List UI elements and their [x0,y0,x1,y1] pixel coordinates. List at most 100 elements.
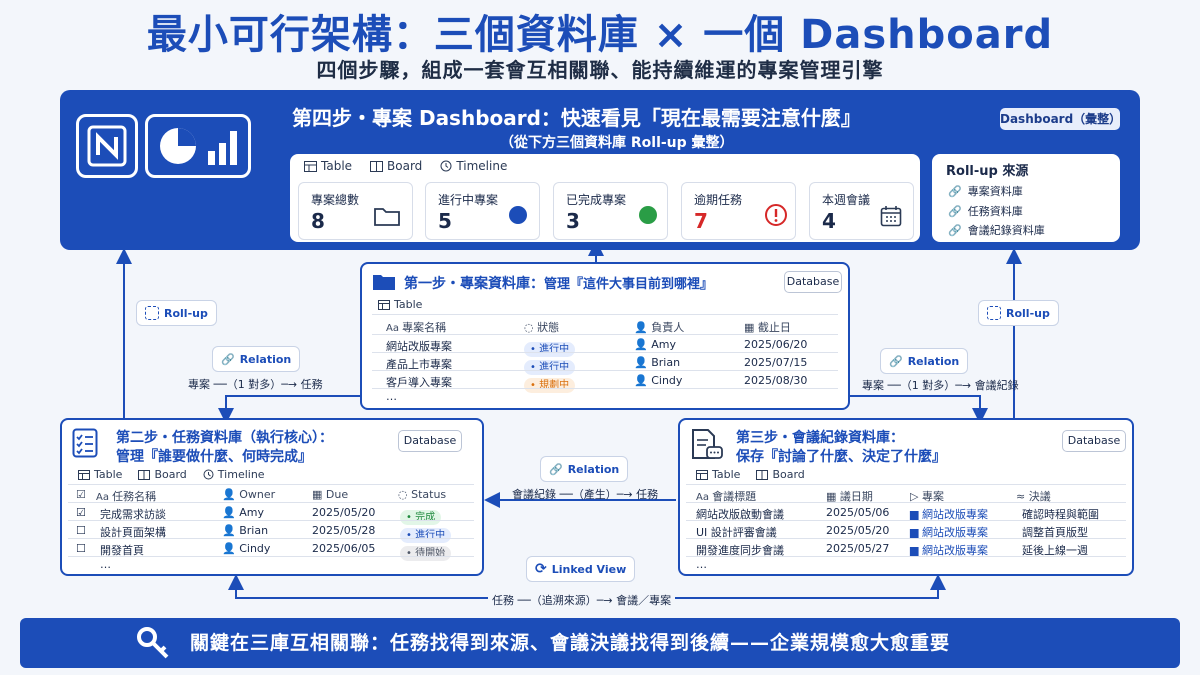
relation-chip-label: Relation [567,462,620,476]
column-header: 👤 負責人 [634,321,685,334]
task-checkbox[interactable]: ☐ [76,542,86,555]
tab-table[interactable]: Table [304,159,352,173]
task-checkbox[interactable]: ☐ [76,524,86,537]
status-badge: • 規劃中 [524,373,576,393]
table-icon [696,469,708,480]
divider [372,370,838,371]
rollup-chip-right: Roll-up [978,300,1059,326]
due-date-cell: 2025/08/30 [744,374,808,387]
status-badge: • 進行中 [524,337,576,357]
task-name-cell[interactable]: 設計頁面架構 [100,526,166,539]
owner-cell: 👤 Brian [222,524,269,537]
project-db-badge: Database [784,271,842,293]
divider [686,520,1126,521]
meeting-title-cell[interactable]: UI 設計評審會議 [696,526,777,539]
alert-icon [765,204,787,226]
table-icon [78,469,90,480]
task-checkbox[interactable]: ☑ [76,506,86,519]
tab-board[interactable]: Board [138,468,187,481]
linked-view-note: 任務 ──（追溯來源）─→ 會議／專案 [488,592,676,608]
link-icon: 🔗 [221,352,235,366]
rollup-source-item[interactable]: 🔗 任務資料庫 [948,203,1023,219]
due-date-cell: 2025/05/20 [312,506,376,519]
board-icon [370,160,384,172]
key-insight-banner [20,618,1180,668]
decision-cell: 確認時程與範圍 [1022,508,1099,521]
project-name-cell[interactable]: 產品上市專案 [386,358,452,371]
column-header: ▦ 議日期 [826,490,873,503]
rollup-source-item[interactable]: 🔗 會議紀錄資料庫 [948,222,1045,238]
divider [68,556,474,557]
timeline-icon [203,469,214,480]
dashboard-badge: Dashboard（彙整） [1000,108,1121,130]
tab-label: Table [94,468,123,481]
divider [686,538,1126,539]
column-header: ▷ 專案 [910,490,944,503]
project-relation-cell[interactable]: ▆ 網站改版專案 [910,544,988,557]
chart-logo-icon [145,114,251,178]
tab-timeline[interactable]: Timeline [440,159,507,173]
table-icon [304,160,317,172]
meeting-notes-icon [692,429,723,459]
tab-label: Table [394,298,423,311]
project-name-cell[interactable]: 客戶導入專案 [386,376,452,389]
key-icon [137,627,169,659]
tab-table[interactable]: Table [78,468,122,481]
checkbox-header-icon: ☑ [76,488,86,501]
project-relation-cell[interactable]: ▆ 網站改版專案 [910,526,988,539]
meeting-database-card [678,418,1134,576]
link-icon: 🔗 [889,354,903,368]
meeting-title-cell[interactable]: 網站改版啟動會議 [696,508,784,521]
rollup-source-item[interactable]: 🔗 專案資料庫 [948,183,1023,199]
project-db-title-prefix: 第一步・專案資料庫： [404,276,544,292]
tab-label: Timeline [217,468,265,481]
kpi-card-overdue: 逾期任務 7 [681,182,796,240]
rollup-source-label: 任務資料庫 [967,205,1023,218]
folder-icon [374,208,400,226]
divider [68,520,474,521]
relation-note-mid: 會議紀錄 ──（產生）─→ 任務 [512,488,659,501]
tab-label: Board [772,468,805,481]
status-badge: • 待開始 [400,541,452,561]
divider [68,484,474,485]
tab-table[interactable]: Table [696,468,740,481]
folder-icon [373,275,395,290]
rollup-source-label: 會議紀錄資料庫 [967,224,1045,237]
kpi-value: 7 [694,209,708,233]
green-dot-icon [639,206,657,224]
meeting-date-cell: 2025/05/27 [826,542,890,555]
task-name-cell[interactable]: 開發首頁 [100,544,144,557]
task-db-view-tabs: Table Board Timeline [78,468,265,481]
table-icon [378,299,390,310]
meeting-db-title-line1: 第三步・會議紀錄資料庫： [736,430,904,446]
kpi-label: 進行中專案 [438,193,499,207]
tab-timeline-label: Timeline [456,159,508,173]
task-db-title-line2: 管理『誰要做什麼、何時完成』 [116,449,312,465]
divider [372,352,838,353]
task-name-cell[interactable]: 完成需求訪談 [100,508,166,521]
column-header: ◌ Status [398,488,447,501]
tab-board[interactable]: Board [756,468,805,481]
relation-chip-left: 🔗 Relation [212,346,301,372]
kpi-label: 已完成專案 [566,193,627,207]
owner-cell: 👤 Cindy [222,542,271,555]
tab-label: Board [154,468,187,481]
rollup-icon [987,306,1001,320]
kpi-value: 5 [438,209,452,233]
page-subtitle: 四個步驟，組成一套會互相關聯、能持續維運的專案管理引擎 [316,58,884,82]
due-date-cell: 2025/07/15 [744,356,808,369]
project-name-cell[interactable]: 網站改版專案 [386,340,452,353]
tab-timeline[interactable]: Timeline [203,468,265,481]
kpi-value: 4 [822,209,836,233]
linked-view-chip: ⟳ Linked View [526,556,636,582]
more-rows: … [386,390,397,403]
divider [686,484,1126,485]
project-db-tab-table[interactable]: Table [378,298,422,311]
meeting-title-cell[interactable]: 開發進度同步會議 [696,544,784,557]
kpi-label: 逾期任務 [694,193,743,207]
project-relation-cell[interactable]: ▆ 網站改版專案 [910,508,988,521]
dashboard-subtitle: （從下方三個資料庫 Roll-up 彙整） [500,135,734,151]
meeting-date-cell: 2025/05/06 [826,506,890,519]
tab-board[interactable]: Board [370,159,422,173]
link-icon: 🔗 [549,462,563,476]
